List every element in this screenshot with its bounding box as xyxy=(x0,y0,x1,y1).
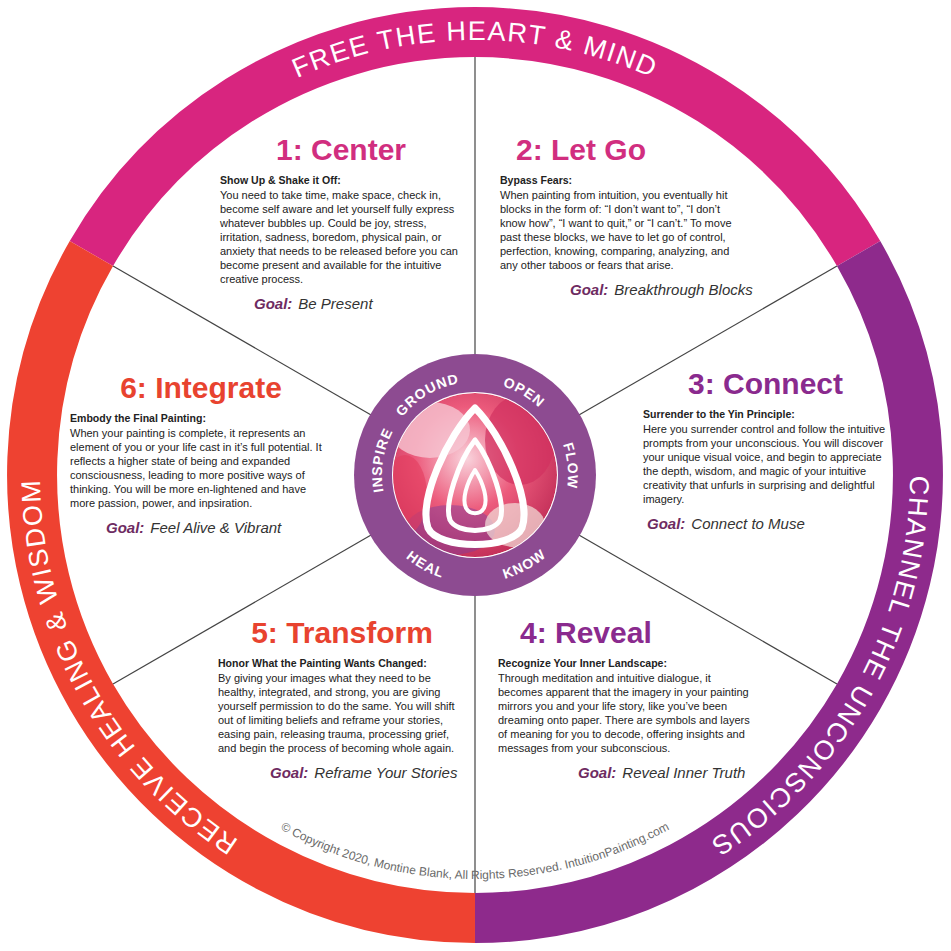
goal-label: Goal: xyxy=(578,764,616,781)
paint-blob xyxy=(383,455,427,535)
segment-heading: 2: Let Go xyxy=(500,132,748,168)
goal-label: Goal: xyxy=(570,281,608,298)
center-word: INSPIRE xyxy=(369,425,396,494)
segment-body: Through meditation and intuitive dialogu… xyxy=(498,671,758,755)
segment-body: By giving your images what they need to … xyxy=(218,671,466,755)
logo-marks xyxy=(426,408,524,545)
goal-value: Be Present xyxy=(298,295,372,312)
copyright-note: © Copyright 2020, Montine Blank, All Rig… xyxy=(279,819,671,882)
wheel-segment: 1: CenterShow Up & Shake it Off:You need… xyxy=(220,132,462,312)
ring-label: CHANNEL THE UNCONSCIOUS xyxy=(705,475,934,862)
segment-heading: 5: Transform xyxy=(218,615,466,651)
segment-subheading: Honor What the Painting Wants Changed: xyxy=(218,657,466,671)
segment-heading: 1: Center xyxy=(220,132,462,168)
segment-body: You need to take time, make space, check… xyxy=(220,188,462,287)
goal-value: Reframe Your Stories xyxy=(314,764,457,781)
goal-value: Connect to Muse xyxy=(691,515,804,532)
goal-value: Breakthrough Blocks xyxy=(614,281,752,298)
goal-value: Feel Alive & Vibrant xyxy=(150,519,281,536)
wheel-segment: 4: RevealRecognize Your Inner Landscape:… xyxy=(498,615,758,781)
segment-heading: 6: Integrate xyxy=(70,370,332,406)
segment-body: When your painting is complete, it repre… xyxy=(70,426,332,510)
center-ring xyxy=(354,354,596,596)
logo-stroke xyxy=(426,408,524,545)
goal-label: Goal: xyxy=(106,519,144,536)
ring-arc xyxy=(32,254,475,919)
wheel-segment: 3: ConnectSurrender to the Yin Principle… xyxy=(643,366,888,532)
goal-value: Reveal Inner Truth xyxy=(622,764,745,781)
segment-subheading: Show Up & Shake it Off: xyxy=(220,174,462,188)
wheel-segment: 6: IntegrateEmbody the Final Painting:Wh… xyxy=(70,370,332,536)
segment-subheading: Embody the Final Painting: xyxy=(70,412,332,426)
segment-subheading: Recognize Your Inner Landscape: xyxy=(498,657,758,671)
segment-heading: 4: Reveal xyxy=(498,615,758,651)
center-word: HEAL xyxy=(404,548,447,581)
goal-label: Goal: xyxy=(270,764,308,781)
goal-line: Goal: Connect to Muse xyxy=(643,515,888,532)
goal-line: Goal: Be Present xyxy=(220,295,462,312)
ring-arc xyxy=(475,254,918,919)
logo-stroke xyxy=(464,470,485,513)
segment-subheading: Bypass Fears: xyxy=(500,174,748,188)
segment-heading: 3: Connect xyxy=(643,366,888,402)
goal-line: Goal: Reveal Inner Truth xyxy=(498,764,758,781)
center-word: OPEN xyxy=(501,374,548,411)
center-word: KNOW xyxy=(501,546,549,582)
segment-subheading: Surrender to the Yin Principle: xyxy=(643,408,888,422)
segment-body: Here you surrender control and follow th… xyxy=(643,422,888,506)
logo-stroke xyxy=(449,440,502,531)
divider-line xyxy=(474,595,475,893)
goal-line: Goal:Breakthrough Blocks xyxy=(500,281,748,298)
goal-line: Goal: Feel Alive & Vibrant xyxy=(70,519,332,536)
wheel-segment: 5: TransformHonor What the Painting Want… xyxy=(218,615,466,781)
center-word: FLOW xyxy=(560,441,581,490)
ring-label: FREE THE HEART & MIND xyxy=(288,16,663,84)
logo-painting xyxy=(383,393,557,557)
divider-line xyxy=(474,57,475,355)
goal-label: Goal: xyxy=(647,515,685,532)
goal-label: Goal: xyxy=(254,295,292,312)
goal-line: Goal: Reframe Your Stories xyxy=(218,764,466,781)
segment-body: When painting from intuition, you eventu… xyxy=(500,188,748,272)
center-word: GROUND xyxy=(392,370,460,419)
wheel-segment: 2: Let Go Bypass Fears:When painting from… xyxy=(500,132,748,298)
